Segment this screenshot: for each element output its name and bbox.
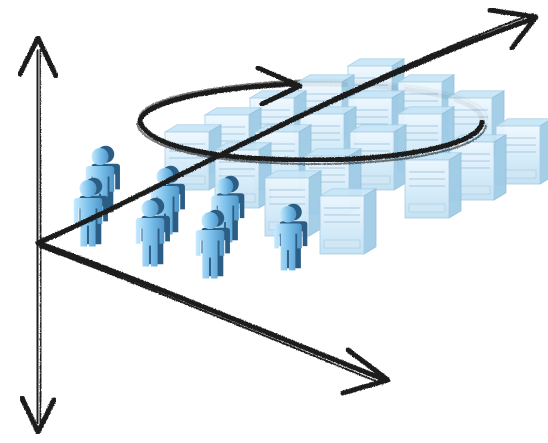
depth-axis-line <box>35 15 538 246</box>
horizontal-axis-line-2 <box>39 246 384 385</box>
user-icon <box>195 209 230 279</box>
user-icon <box>135 197 170 267</box>
horizontal-axis-line <box>35 240 388 383</box>
vertical-axis-top-arrowhead <box>17 35 59 79</box>
user-group <box>73 145 308 279</box>
loop-arc-front-2 <box>136 123 487 166</box>
depth-axis-arrowhead <box>487 7 539 51</box>
vertical-axis-bottom-arrowhead <box>19 395 57 435</box>
depth-axis-line-2 <box>39 13 534 241</box>
axes <box>17 7 539 435</box>
server-cluster <box>163 58 548 255</box>
loop-arc-front <box>137 119 485 163</box>
server-icon <box>403 152 463 219</box>
loop-arrowhead <box>255 65 303 107</box>
server-icon <box>318 188 378 255</box>
vertical-axis-line <box>34 49 41 425</box>
rotation-arrow-icon <box>136 65 487 166</box>
user-icon <box>274 203 308 271</box>
vertical-axis-line-2 <box>38 49 43 425</box>
horizontal-axis-arrowhead <box>340 347 391 396</box>
